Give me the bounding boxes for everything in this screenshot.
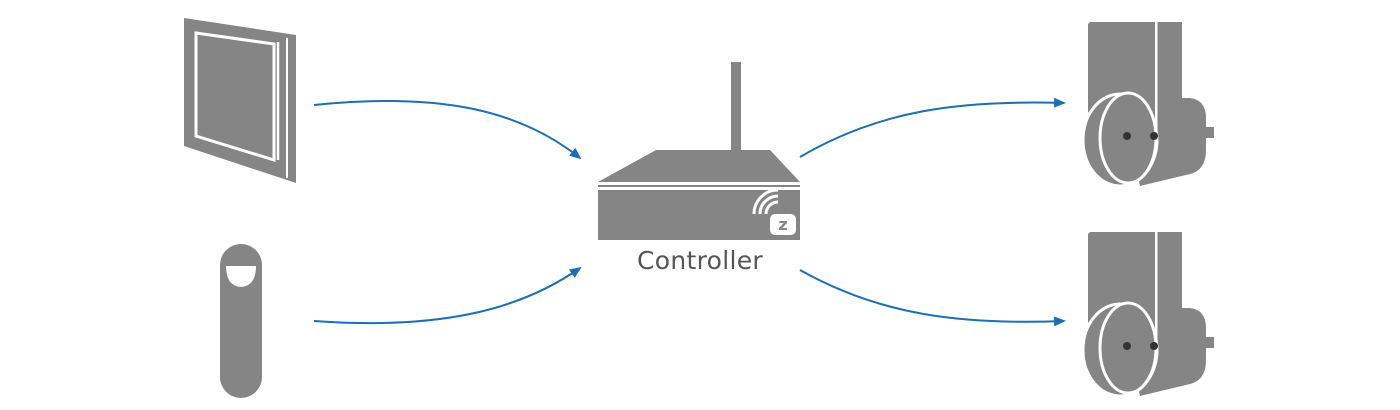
z-wave-logo-icon: z	[752, 188, 796, 235]
plug-adapter-icon	[1081, 232, 1214, 398]
controller-hub-icon	[598, 62, 800, 240]
arrow-controller-to-plug-1	[799, 97, 1066, 158]
motion-sensor-icon	[220, 244, 262, 398]
arrow-sensor-to-controller	[313, 266, 582, 325]
plug-adapter-icon	[1081, 22, 1214, 188]
arrow-switch-to-controller	[313, 99, 582, 160]
arrow-controller-to-plug-2	[799, 269, 1066, 327]
z-wave-letter: z	[778, 215, 787, 234]
wall-switch-icon	[184, 18, 296, 183]
controller-label: Controller	[637, 246, 763, 275]
